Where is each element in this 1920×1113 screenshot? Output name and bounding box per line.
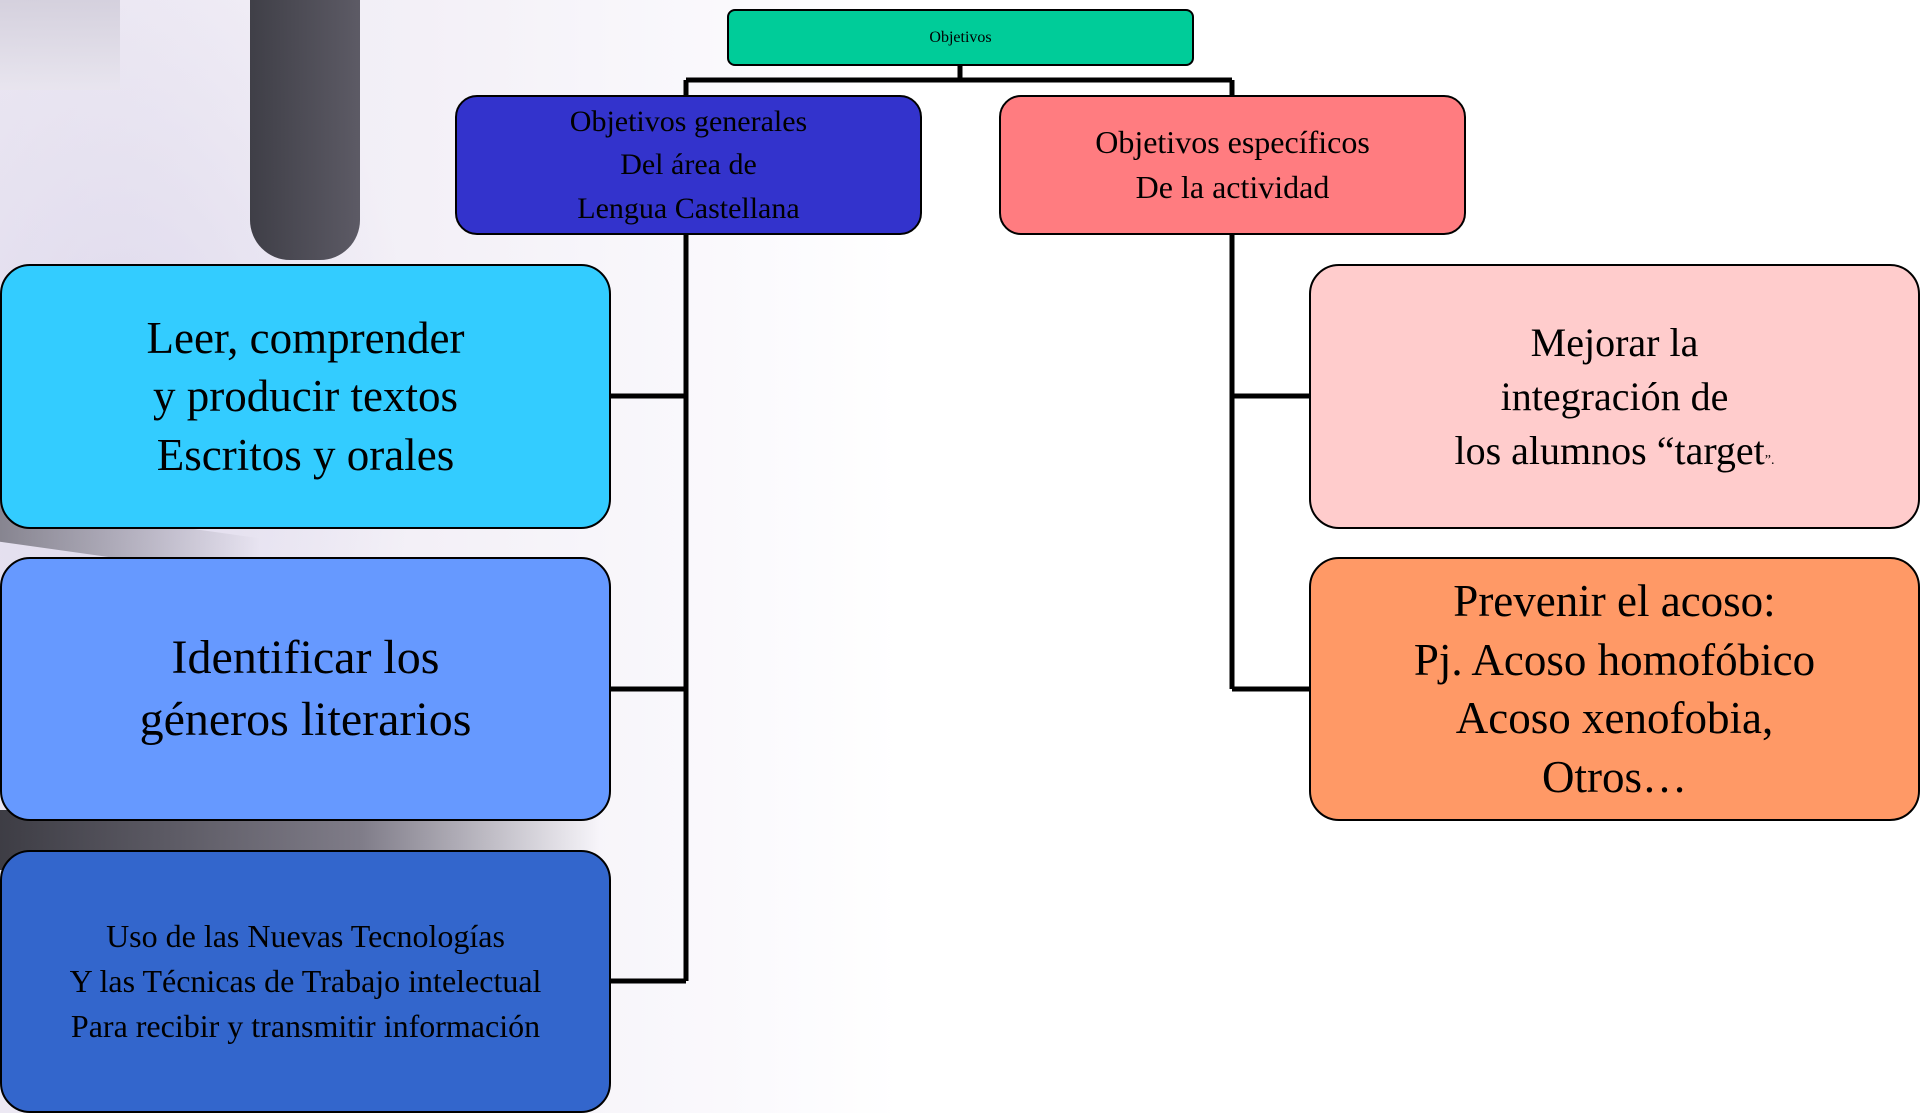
node-objetivos-generales: Objetivos generales Del área de Lengua C… xyxy=(455,95,922,235)
node-prevenir-acoso: Prevenir el acoso: Pj. Acoso homofóbico … xyxy=(1309,557,1920,821)
node-label-line: Objetivos específicos xyxy=(1095,124,1370,161)
node-label-line: Para recibir y transmitir información xyxy=(70,1007,541,1044)
node-label-line: Mejorar la xyxy=(1530,319,1699,365)
node-label-line: Escritos y orales xyxy=(156,429,455,480)
node-label-line: Lengua Castellana xyxy=(577,191,800,225)
node-mejorar-integracion: Mejorar la integración de los alumnos “t… xyxy=(1309,264,1920,529)
node-identificar-generos: Identificar los géneros literarios xyxy=(0,557,611,821)
node-label-line: Y las Técnicas de Trabajo intelectual xyxy=(69,963,542,1000)
node-uso-nuevas-tecnologias: Uso de las Nuevas Tecnologías Y las Técn… xyxy=(0,850,611,1113)
node-label-line: Pj. Acoso homofóbico xyxy=(1413,634,1816,685)
node-label-line: Otros… xyxy=(1542,751,1687,802)
node-label-line: Identificar los xyxy=(171,630,440,684)
node-label-line: Leer, comprender xyxy=(146,312,465,363)
node-label-line: Acoso xenofobia, xyxy=(1455,693,1774,743)
node-label-line: y producir textos xyxy=(153,371,458,422)
node-label-line: los alumnos “target”. xyxy=(1454,424,1774,478)
node-label-line: Objetivos generales xyxy=(569,104,808,138)
node-label-line: Prevenir el acoso: xyxy=(1453,576,1776,626)
background-decoration xyxy=(0,0,120,90)
node-label-line: integración de xyxy=(1500,373,1729,419)
node-label-text: los alumnos “target xyxy=(1454,427,1765,473)
node-label: Objetivos xyxy=(929,28,992,46)
node-objetivos: Objetivos xyxy=(727,9,1194,66)
node-label-line: Del área de xyxy=(620,148,757,182)
node-label-line: géneros literarios xyxy=(139,693,472,746)
background-decoration xyxy=(250,0,360,260)
node-label-line: De la actividad xyxy=(1135,169,1330,205)
node-leer-comprender: Leer, comprender y producir textos Escri… xyxy=(0,264,611,529)
node-label-suffix: ”. xyxy=(1764,452,1775,468)
node-objetivos-especificos: Objetivos específicos De la actividad xyxy=(999,95,1466,235)
node-label-line: Uso de las Nuevas Tecnologías xyxy=(106,918,505,955)
